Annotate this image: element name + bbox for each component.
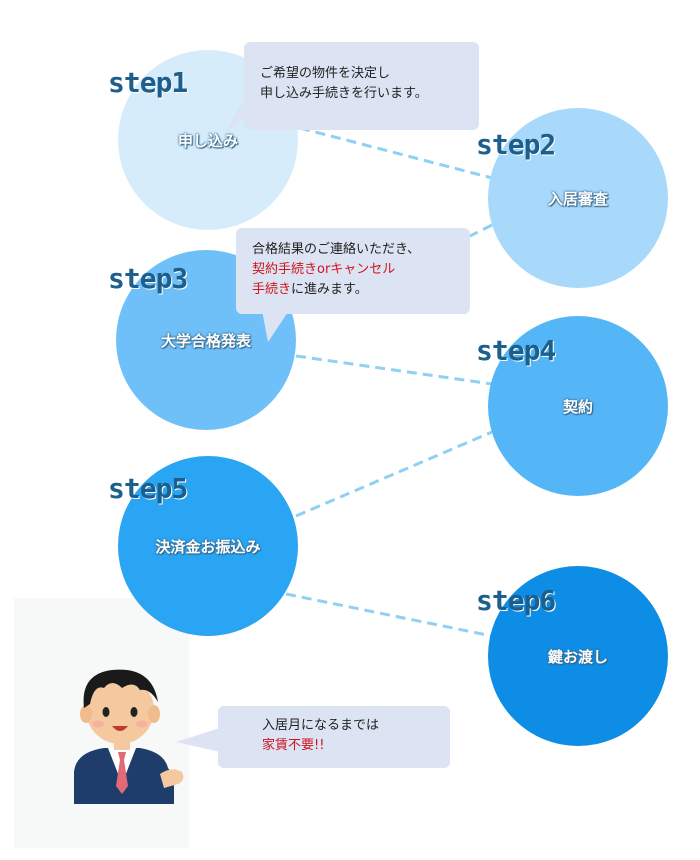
step5-circle: 決済金お振込み bbox=[118, 456, 298, 636]
bubble3-line3-red: 手続き bbox=[252, 282, 292, 297]
info-bubble-step3: 合格結果のご連絡いただき、 契約手続きorキャンセル 手続きに進みます。 bbox=[236, 228, 470, 314]
step4-title: step4 bbox=[476, 334, 556, 367]
step3-label: 大学合格発表 bbox=[160, 331, 251, 350]
connector-4-5 bbox=[295, 430, 493, 518]
businessman-character-illustration bbox=[74, 669, 184, 804]
step2-title: step2 bbox=[476, 128, 556, 161]
bubble3-line1: 合格結果のご連絡いただき、 bbox=[252, 242, 421, 257]
step2-circle: 入居審査 bbox=[488, 108, 668, 288]
connector-5-6 bbox=[285, 592, 493, 638]
step6-title: step6 bbox=[476, 584, 556, 617]
connector-1-2 bbox=[299, 126, 493, 180]
step2-label: 入居審査 bbox=[547, 189, 608, 208]
bubble3-line2: 契約手続きorキャンセル bbox=[252, 262, 396, 277]
bubble1-line2: 申し込み手続きを行います。 bbox=[260, 86, 428, 101]
bubble7-line2: 家賃不要!! bbox=[262, 738, 325, 753]
step1-title: step1 bbox=[108, 66, 188, 99]
step6-circle: 鍵お渡し bbox=[488, 566, 668, 746]
bubble7-tail bbox=[176, 728, 220, 752]
step4-circle: 契約 bbox=[488, 316, 668, 496]
bubble3-line3: 手続きに進みます。 bbox=[252, 280, 454, 300]
step1-label: 申し込み bbox=[177, 131, 238, 150]
step5-label: 決済金お振込み bbox=[155, 537, 261, 556]
info-bubble-character: 入居月になるまでは 家賃不要!! bbox=[218, 706, 450, 768]
bubble7-line1: 入居月になるまでは bbox=[262, 718, 380, 733]
connector-3-4 bbox=[295, 354, 493, 386]
bubble1-line1: ご希望の物件を決定し bbox=[260, 66, 391, 81]
step6-label: 鍵お渡し bbox=[547, 647, 608, 666]
info-bubble-step1: ご希望の物件を決定し 申し込み手続きを行います。 bbox=[244, 42, 479, 130]
bubble3-line3-rest: に進みます。 bbox=[291, 282, 368, 297]
step3-title: step3 bbox=[108, 262, 188, 295]
step5-title: step5 bbox=[108, 472, 188, 505]
step4-label: 契約 bbox=[562, 397, 593, 416]
connector-2-3 bbox=[469, 223, 493, 238]
